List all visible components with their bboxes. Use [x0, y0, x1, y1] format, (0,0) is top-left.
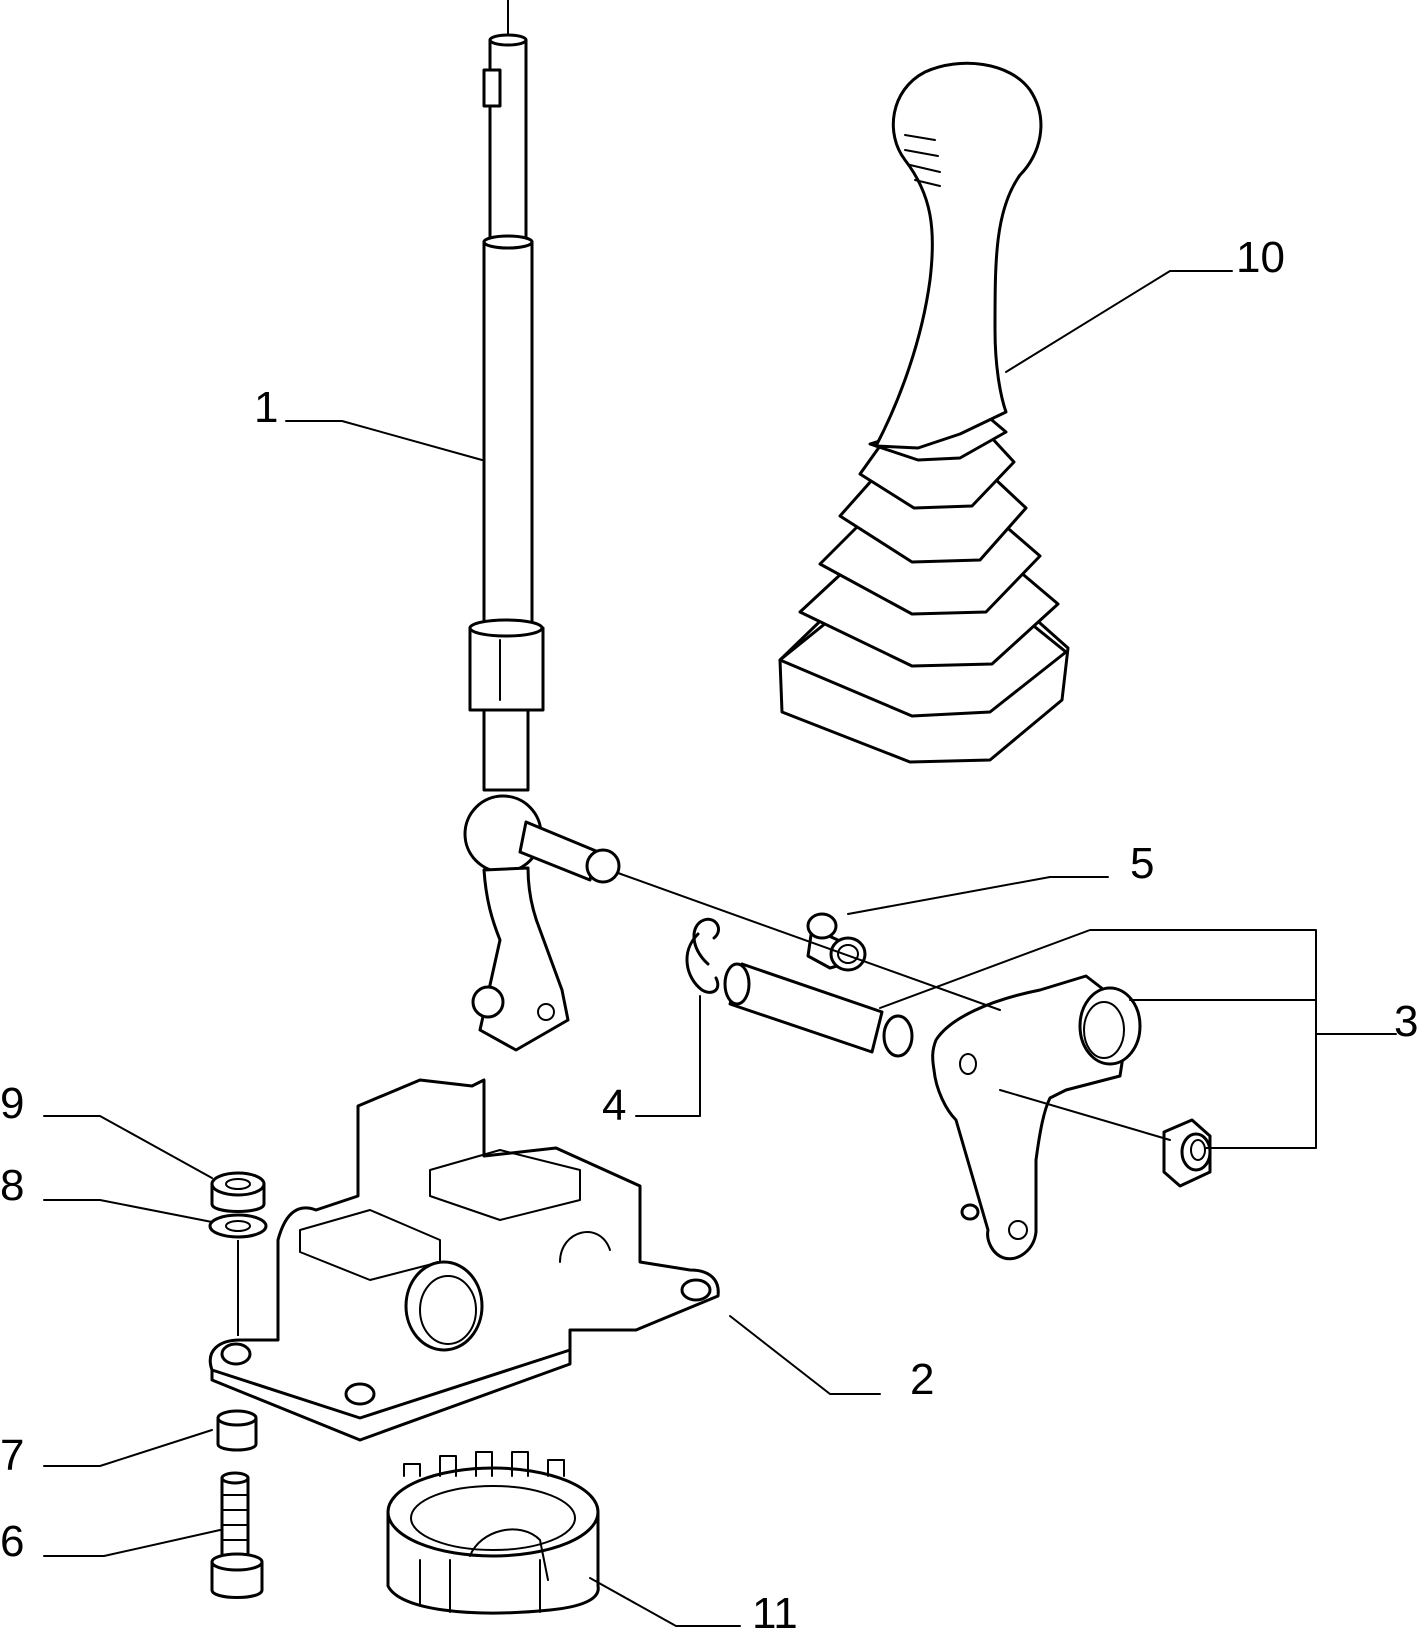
spacer-part: [216, 1409, 258, 1452]
lever-housing-part: [208, 1078, 720, 1442]
nut-part: [210, 1171, 266, 1213]
label-part-11: 11: [752, 1589, 798, 1631]
label-part-6: 6: [0, 1517, 24, 1566]
leader-lines: [43, 270, 1397, 1627]
label-part-1: 1: [254, 383, 278, 432]
gear-lever-part: [463, 0, 621, 1052]
label-part-9: 9: [0, 1079, 24, 1128]
shift-lever-assembly-part: [723, 962, 1212, 1261]
bolt-part: [210, 1471, 264, 1599]
label-part-7: 7: [0, 1431, 24, 1480]
washer-part: [208, 1213, 268, 1239]
label-part-8: 8: [0, 1161, 24, 1210]
label-part-4: 4: [602, 1081, 626, 1130]
label-part-2: 2: [910, 1355, 934, 1404]
label-part-3: 3: [1394, 997, 1418, 1046]
label-part-10: 10: [1236, 233, 1285, 282]
gaiter-ring-part: [386, 1451, 600, 1615]
label-part-5: 5: [1130, 839, 1154, 888]
clip-part: [685, 917, 720, 994]
bushing-part: [806, 912, 867, 972]
knob-and-boot-part: [778, 61, 1070, 764]
